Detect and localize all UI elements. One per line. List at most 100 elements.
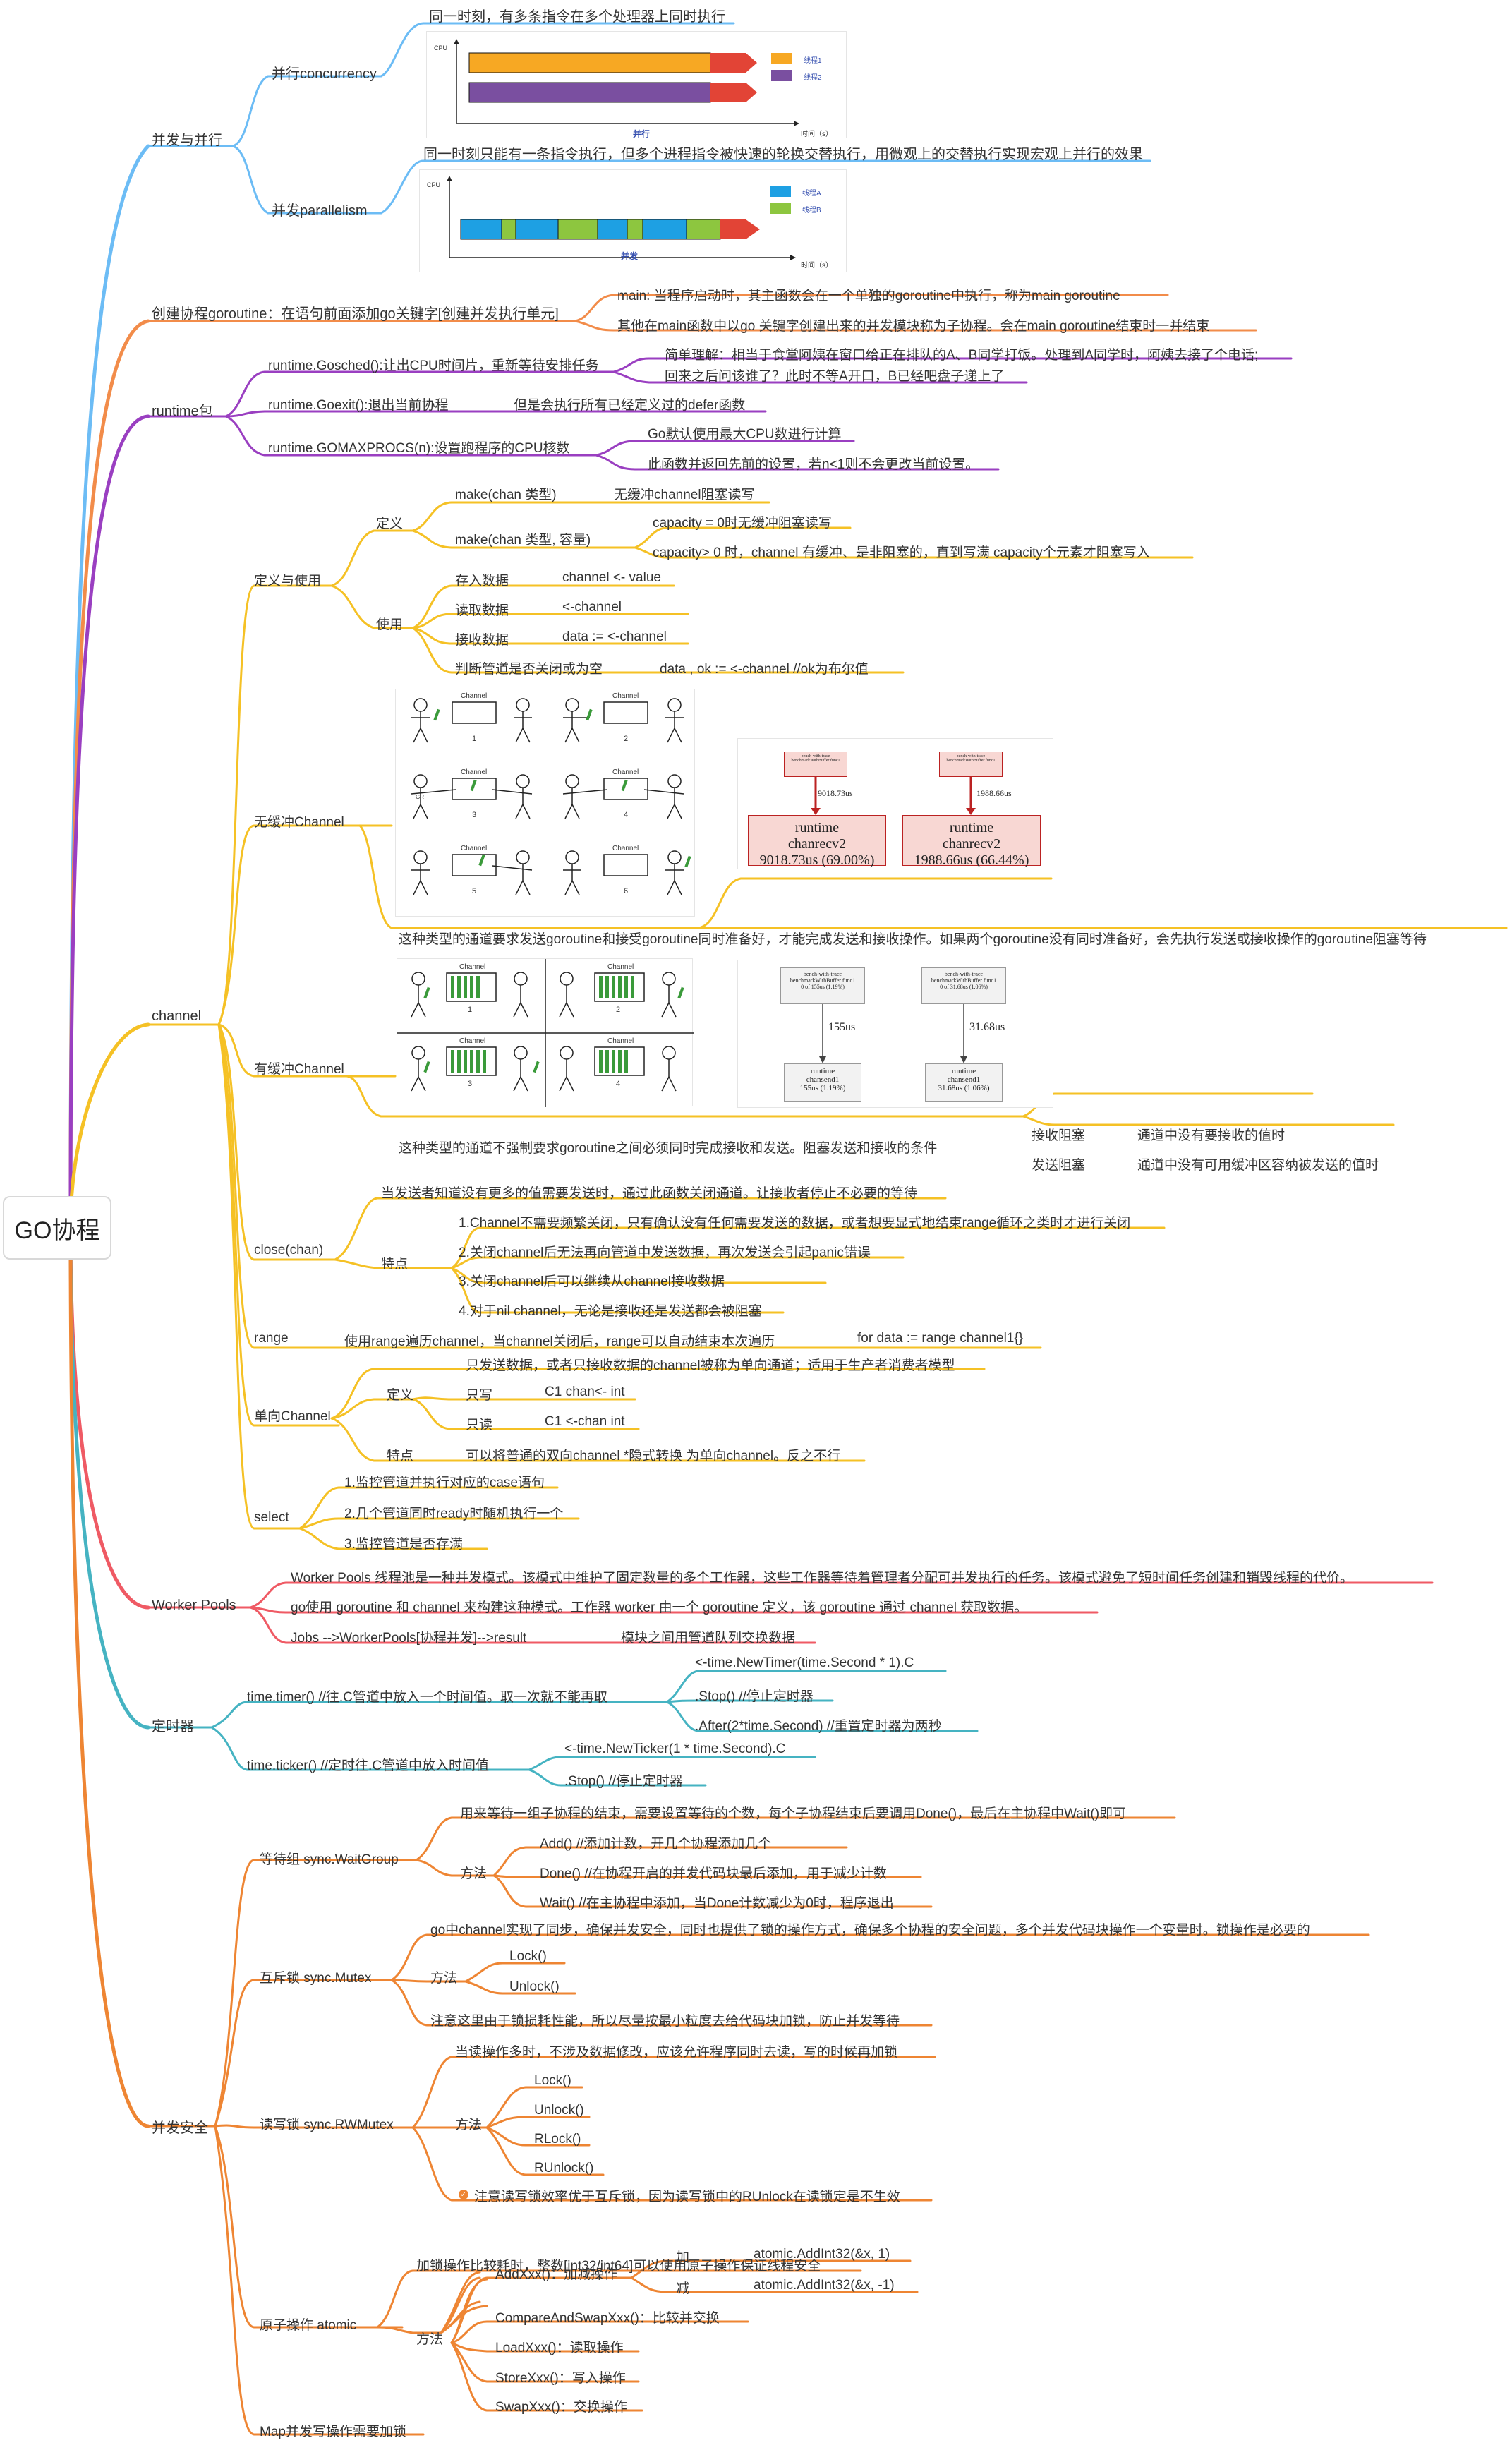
unbuffered-trace: bench-with-trace benchmarkWithBuffer fun… (737, 738, 1053, 869)
atomic-load: LoadXxx()：读取操作 (495, 2341, 624, 2355)
branch-worker-pools[interactable]: Worker Pools (152, 1598, 236, 1613)
b-label-ch1: Channel (459, 963, 486, 971)
connector-runtime (68, 414, 150, 1229)
safety-map[interactable]: Map并发写操作需要加锁 (260, 2425, 406, 2439)
mutex-unlock: Unlock() (509, 1979, 560, 1994)
buffered-send-block: 发送阻塞 (1032, 1158, 1086, 1173)
node-concurrency[interactable]: 并行concurrency (272, 66, 377, 82)
timer-t3: .After(2*time.Second) //重置定时器为两秒 (695, 1719, 942, 1734)
unbuffered-desc: 这种类型的通道要求发送goroutine和接受goroutine同时准备好，才能… (399, 932, 1427, 947)
b-node1-l1: runtime (810, 1067, 835, 1075)
atomic-swap: SwapXxx()：交换操作 (495, 2400, 627, 2415)
unbuffered-channel[interactable]: 无缓冲Channel (254, 815, 344, 830)
conc-legend2: 线程2 (804, 74, 822, 82)
ub-gr: GR (416, 794, 424, 800)
use-recv-code: data := <-channel (562, 629, 667, 644)
channel-select[interactable]: select (254, 1510, 289, 1525)
branch-safety[interactable]: 并发安全 (152, 2120, 208, 2136)
b-trace-box2: bench-with-trace benchmarkWithBuffer fun… (921, 967, 1006, 1004)
use-store-code: channel <- value (562, 570, 661, 585)
use-judge-code: data , ok := <-channel //ok为布尔值 (660, 662, 869, 677)
ub-label-ch2: Channel (612, 692, 639, 700)
gosched-note1: 简单理解：相当于食堂阿姨在窗口给正在排队的A、B同学打饭。处理到A同学时，阿姨去… (665, 348, 1259, 363)
wg-desc: 用来等待一组子协程的结束，需要设置等待的个数，每个子协程结束后要调用Done()… (460, 1806, 1127, 1821)
ub-label-ch5: Channel (461, 845, 488, 852)
b-trace-node1: runtime chansend1 155us (1.19%) (784, 1063, 861, 1102)
b-trace-val2: 31.68us (969, 1021, 1005, 1033)
channel-use: 使用 (376, 617, 404, 632)
gomax-note1: Go默认使用最大CPU数进行计算 (648, 427, 842, 442)
buffered-figure (397, 959, 694, 1107)
channel-range[interactable]: range (254, 1331, 289, 1346)
ub-label-ch1: Channel (461, 692, 488, 700)
safety-rwmutex[interactable]: 读写锁 sync.RWMutex (260, 2118, 394, 2132)
wg-wait: Wait() //在主协程中添加，当Done计数减少为0时，程序退出 (540, 1896, 894, 1911)
conc-x-label: 并行 (633, 129, 651, 139)
atomic-add: AddXxx()：加减操作 (495, 2267, 618, 2282)
single-channel[interactable]: 单向Channel (254, 1409, 331, 1424)
branch-timer[interactable]: 定时器 (152, 1719, 194, 1734)
atomic-method: 方法 (416, 2332, 444, 2347)
b-trace-arrows (819, 1004, 967, 1063)
mutex-method: 方法 (430, 1971, 458, 1986)
rw-rlock: RLock() (534, 2132, 581, 2147)
b-trace-box1: bench-with-trace benchmarkWithBuffer fun… (780, 967, 865, 1004)
ub-trace-box2: bench-with-trace benchmarkWithBuffer fun… (939, 752, 1003, 777)
make2: make(chan 类型, 容量) (455, 533, 591, 548)
single-write-only: 只写 (466, 1388, 493, 1403)
b-node2-l2: chansend1 (947, 1075, 981, 1084)
pools-desc1: Worker Pools 线程池是一种并发模式。该模式中维护了固定数量的多个工作… (291, 1571, 1353, 1586)
safety-atomic[interactable]: 原子操作 atomic (260, 2318, 357, 2333)
b-n2: 2 (616, 1006, 621, 1014)
ub-n6: 6 (624, 887, 629, 895)
b-n1: 1 (468, 1006, 473, 1014)
atomic-plus: 加 (676, 2250, 690, 2265)
branch-runtime[interactable]: runtime包 (152, 404, 213, 419)
node-parallelism[interactable]: 并发parallelism (272, 203, 368, 219)
timer-timer: time.timer() //往.C管道中放入一个时间值。取一次就不能再取 (247, 1690, 607, 1705)
parallelism-diagram: CPU 并发 时间（s） 线程A 线程B (419, 169, 847, 272)
b-n3: 3 (468, 1080, 473, 1088)
single-read-only: 只读 (466, 1418, 493, 1432)
single-write-code: C1 chan<- int (545, 1384, 625, 1399)
para-legend1: 线程A (802, 190, 821, 198)
pools-jobs-note: 模块之间用管道队列交换数据 (621, 1631, 796, 1646)
connector-safety (68, 1224, 150, 2128)
ub-trace-box1: bench-with-trace benchmarkWithBuffer fun… (784, 752, 847, 777)
para-legend2: 线程B (802, 207, 821, 215)
buffered-illustration: Channel Channel Channel Channel 1 2 3 4 (397, 958, 694, 1107)
branch-channel[interactable]: channel (152, 1008, 202, 1024)
buffered-channel[interactable]: 有缓冲Channel (254, 1062, 344, 1077)
para-cpu-label: CPU (427, 181, 441, 188)
branch-concurrency[interactable]: 并发与并行 (152, 133, 222, 148)
ub-trace-val1: 9018.73us (818, 788, 853, 798)
ub-node1-l1: runtime (794, 820, 840, 835)
single-define: 定义 (387, 1388, 414, 1403)
safety-waitgroup[interactable]: 等待组 sync.WaitGroup (260, 1852, 399, 1867)
atomic-cas: CompareAndSwapXxx()：比较并交换 (495, 2311, 720, 2326)
single-define-desc: 只发送数据，或者只接收数据的channel被称为单向通道；适用于生产者消费者模型 (466, 1358, 955, 1373)
conc-cpu-label: CPU (434, 44, 448, 52)
mutex-lock: Lock() (509, 1949, 547, 1964)
timer-k1: <-time.NewTicker(1 * time.Second).C (564, 1742, 786, 1756)
ub-trace-node1: runtime chanrecv2 9018.73us (69.00%) (748, 815, 886, 868)
unbuffered-figure (411, 698, 691, 895)
conc-t-label: 时间（s） (801, 131, 833, 138)
channel-close[interactable]: close(chan) (254, 1243, 324, 1257)
root-node[interactable]: GO协程 (3, 1196, 111, 1260)
branch-create[interactable]: 创建协程goroutine：在语句前面添加go关键字[创建并发执行单元] (152, 306, 559, 322)
timer-k2: .Stop() //停止定时器 (564, 1774, 683, 1789)
safety-mutex[interactable]: 互斥锁 sync.Mutex (260, 1971, 372, 1986)
use-store: 存入数据 (455, 574, 509, 589)
para-x-label: 并发 (621, 251, 639, 261)
gomax-note2: 此函数并返回先前的设置，若n<1则不会更改当前设置。 (648, 457, 979, 472)
atomic-minus: 减 (676, 2281, 690, 2296)
make1: make(chan 类型) (455, 488, 557, 502)
channel-def-use[interactable]: 定义与使用 (254, 574, 322, 589)
wg-add: Add() //添加计数，开几个协程添加几个 (540, 1837, 772, 1852)
check-icon: ✓ (459, 2190, 468, 2199)
atomic-store: StoreXxx()：写入操作 (495, 2371, 626, 2386)
close-desc: 当发送者知道没有更多的值需要发送时，通过此函数关闭通道。让接收者停止不必要的等待 (381, 1186, 918, 1201)
atomic-plus-code: atomic.AddInt32(&x, 1) (754, 2247, 890, 2262)
